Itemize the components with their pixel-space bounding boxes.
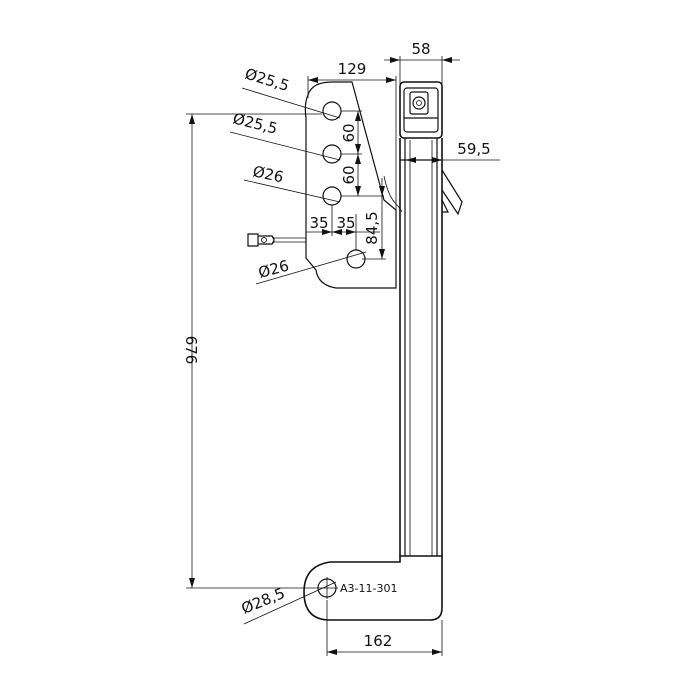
dia-leader-3: Ø26 [243, 162, 341, 203]
dim-text-60-b: 60 [340, 165, 358, 184]
top-bracket [399, 81, 443, 139]
dim-bracket-width: 58 [384, 40, 460, 84]
dim-text-129: 129 [338, 60, 367, 78]
vertical-tube [399, 138, 443, 557]
dim-vertical-offset: 84,5 [362, 178, 386, 260]
upper-plate-outline [304, 81, 397, 289]
dim-text-59-5: 59,5 [457, 140, 490, 158]
side-latch [441, 169, 463, 216]
dim-overall-height: 676 [182, 113, 322, 589]
dim-hole-offsets: 35 35 [306, 205, 380, 250]
dim-tube-offset: 59,5 [406, 140, 500, 163]
pin-handle [247, 233, 306, 247]
dim-text-35-b: 35 [336, 214, 355, 232]
dia-leader-1: Ø25,5 [241, 65, 341, 119]
bottom-foot-outline [303, 556, 443, 621]
hole-2 [322, 144, 342, 164]
dim-text-162: 162 [364, 632, 393, 650]
hole-3 [322, 186, 342, 206]
dim-text-676: 676 [182, 336, 200, 365]
dim-top-width: 129 [307, 60, 397, 210]
dim-text-60-a: 60 [340, 123, 358, 142]
dia-text-4: Ø26 [256, 256, 291, 281]
dia-text-bottom: Ø28,5 [239, 584, 288, 618]
dim-text-84-5: 84,5 [363, 211, 381, 244]
dim-text-58: 58 [411, 40, 430, 58]
dia-leader-4: Ø26 [255, 251, 367, 285]
dim-text-35-a: 35 [309, 214, 328, 232]
part-number: A3-11-301 [340, 582, 397, 595]
dim-hole-spacing: 60 60 [340, 110, 384, 197]
dim-bottom-width: 162 [326, 600, 443, 656]
